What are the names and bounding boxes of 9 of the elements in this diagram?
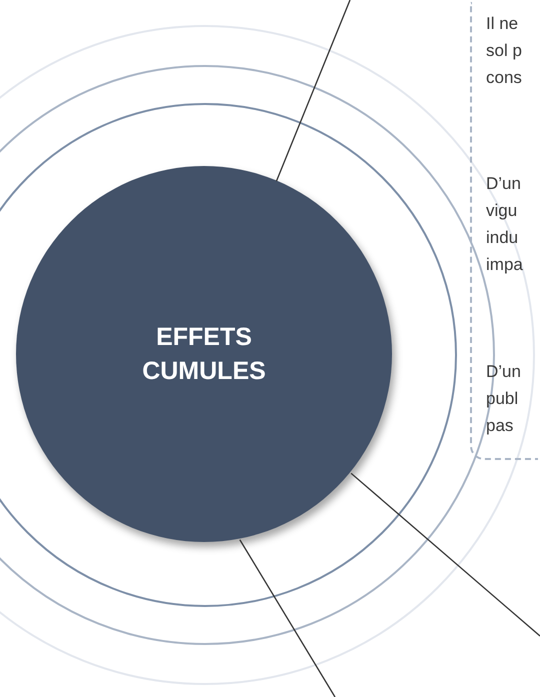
circle-title: EFFETS CUMULES [141, 322, 267, 387]
leader-line [239, 539, 336, 697]
panel-text: D’un vigu indu impa [486, 173, 524, 276]
leader-line [276, 0, 351, 182]
panel-text: D’un publ pas [486, 361, 522, 437]
inner-ring [0, 102, 456, 606]
dashed-panel [470, 2, 538, 460]
panel-text: Il ne sol p cons [486, 13, 523, 89]
leader-line [350, 472, 540, 636]
